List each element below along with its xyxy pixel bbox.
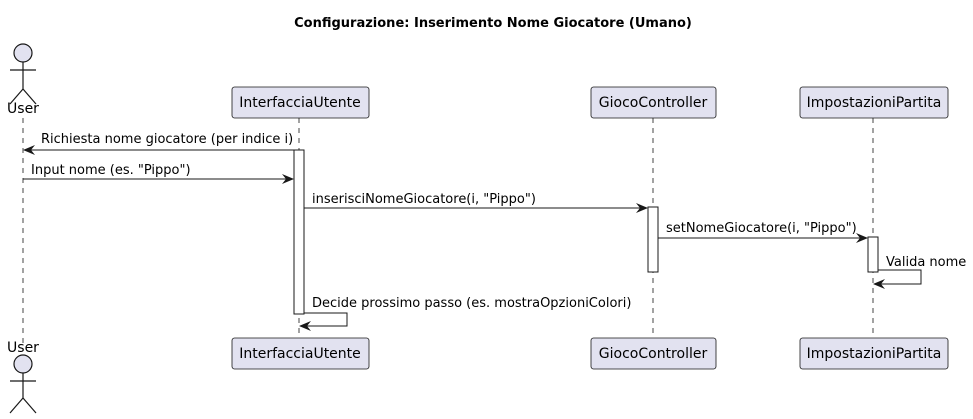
participant-interfaccia-utente-bottom: InterfacciaUtente xyxy=(231,337,370,370)
activation-impostazioni-partita xyxy=(867,236,879,273)
diagram-title: Configurazione: Inserimento Nome Giocato… xyxy=(294,16,692,31)
message-valida-nome: Valida nome xyxy=(873,255,966,289)
message-inserisci-nome-giocatore: inserisciNomeGiocatore(i, "Pippo") xyxy=(304,192,648,213)
message-richiesta-nome: Richiesta nome giocatore (per indice i) xyxy=(23,132,294,155)
participant-impostazioni-partita-top: ImpostazioniPartita xyxy=(799,86,949,119)
participant-label: GiocoController xyxy=(599,95,708,111)
actor-figure-icon xyxy=(9,354,37,414)
message-label: Richiesta nome giocatore (per indice i) xyxy=(41,132,293,147)
actor-user-bottom: User xyxy=(7,340,39,414)
participant-gioco-controller-bottom: GiocoController xyxy=(590,337,717,370)
participant-impostazioni-partita-bottom: ImpostazioniPartita xyxy=(799,337,949,370)
participant-gioco-controller-top: GiocoController xyxy=(590,86,717,119)
participant-label: InterfacciaUtente xyxy=(239,95,361,111)
message-input-nome: Input nome (es. "Pippo") xyxy=(23,163,294,184)
message-label: inserisciNomeGiocatore(i, "Pippo") xyxy=(312,192,536,207)
message-label: Input nome (es. "Pippo") xyxy=(31,163,191,178)
participant-interfaccia-utente-top: InterfacciaUtente xyxy=(231,86,370,119)
participant-label: GiocoController xyxy=(599,346,708,362)
actor-figure-icon xyxy=(9,43,37,105)
participant-label: InterfacciaUtente xyxy=(239,346,361,362)
message-set-nome-giocatore: setNomeGiocatore(i, "Pippo") xyxy=(658,221,868,243)
participant-label: ImpostazioniPartita xyxy=(807,95,942,111)
activation-interfaccia-utente xyxy=(293,149,305,315)
participant-label: User xyxy=(7,340,39,356)
message-label: Decide prossimo passo (es. mostraOpzioni… xyxy=(312,296,631,311)
activation-gioco-controller xyxy=(647,206,659,273)
actor-user-top: User xyxy=(7,43,39,117)
participant-label: User xyxy=(7,101,39,117)
message-label: Valida nome xyxy=(886,255,966,270)
participant-label: ImpostazioniPartita xyxy=(807,346,942,362)
message-decide-prossimo-passo: Decide prossimo passo (es. mostraOpzioni… xyxy=(299,296,631,331)
message-label: setNomeGiocatore(i, "Pippo") xyxy=(666,221,857,236)
